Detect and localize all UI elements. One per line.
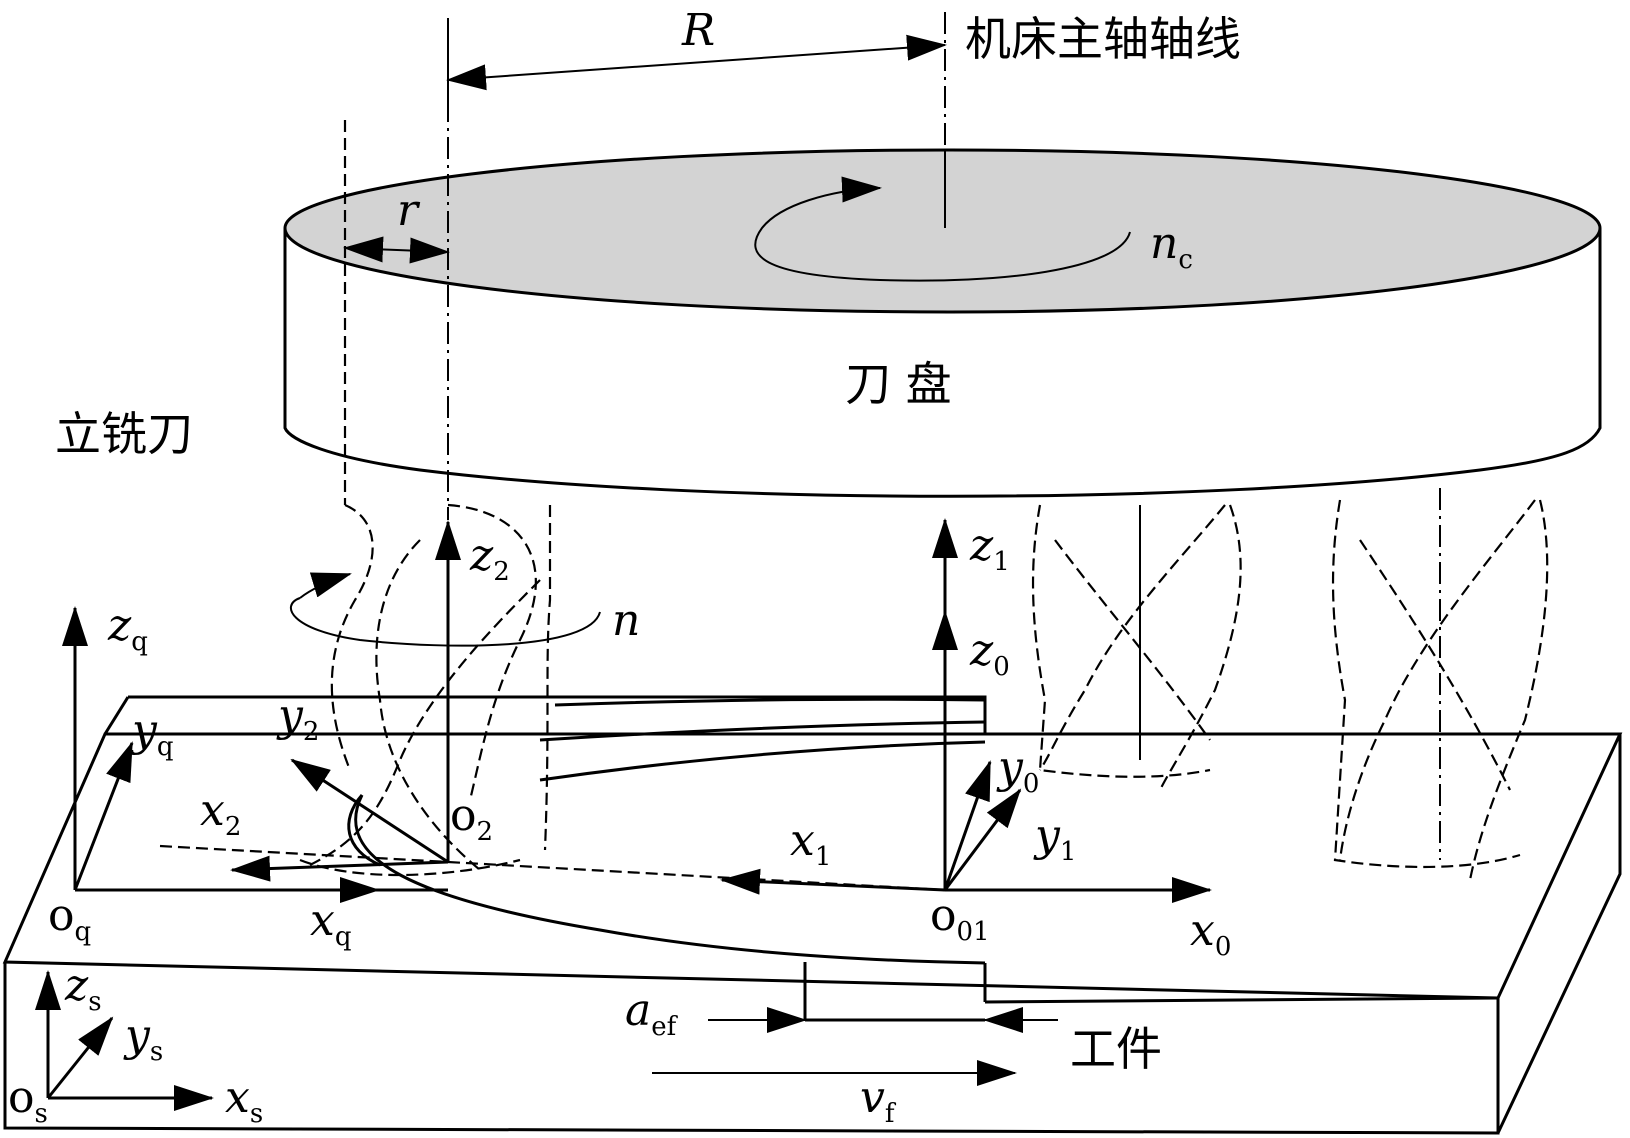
label-z1: z1 bbox=[969, 520, 1010, 577]
label-os: os bbox=[8, 1072, 48, 1129]
end-mill-label: 立铣刀 bbox=[55, 407, 193, 461]
label-ys: ys bbox=[123, 1010, 163, 1067]
label-oq: oq bbox=[48, 890, 91, 947]
cutter-disc-label: 刀 盘 bbox=[845, 357, 952, 411]
label-xs: xs bbox=[225, 1072, 263, 1129]
cutter-disc bbox=[283, 148, 1602, 498]
label-z2: z2 bbox=[469, 530, 510, 587]
label-aef: aef bbox=[625, 985, 679, 1042]
label-y2: y2 bbox=[276, 690, 319, 747]
label-zs: zs bbox=[64, 960, 102, 1017]
label-zq: zq bbox=[107, 600, 148, 657]
label-x1: x1 bbox=[790, 815, 831, 872]
label-n: n bbox=[612, 595, 640, 646]
label-yq: yq bbox=[130, 705, 174, 762]
label-y1: y1 bbox=[1033, 810, 1076, 867]
workpiece-block bbox=[2, 695, 1623, 1135]
r-dimension-small bbox=[343, 236, 450, 264]
r-dimension-big bbox=[446, 34, 947, 91]
end-mill-right-2 bbox=[1331, 488, 1549, 881]
label-r: r bbox=[397, 185, 421, 236]
label-vf: vf bbox=[860, 1072, 897, 1129]
spindle-axis-label: 机床主轴轴线 bbox=[965, 12, 1241, 66]
label-xq: xq bbox=[310, 895, 351, 952]
label-x2: x2 bbox=[200, 785, 241, 842]
label-o2: o2 bbox=[450, 790, 493, 847]
label-nc: nc bbox=[1150, 218, 1193, 275]
label-o01: o01 bbox=[930, 890, 990, 947]
label-y0: y0 bbox=[996, 742, 1039, 799]
workpiece-label: 工件 bbox=[1070, 1022, 1162, 1076]
end-mill-left bbox=[289, 503, 601, 877]
label-R: R bbox=[681, 5, 715, 56]
end-mill-right-1 bbox=[1031, 504, 1242, 791]
label-x0: x0 bbox=[1190, 905, 1231, 962]
label-z0: z0 bbox=[969, 625, 1010, 682]
